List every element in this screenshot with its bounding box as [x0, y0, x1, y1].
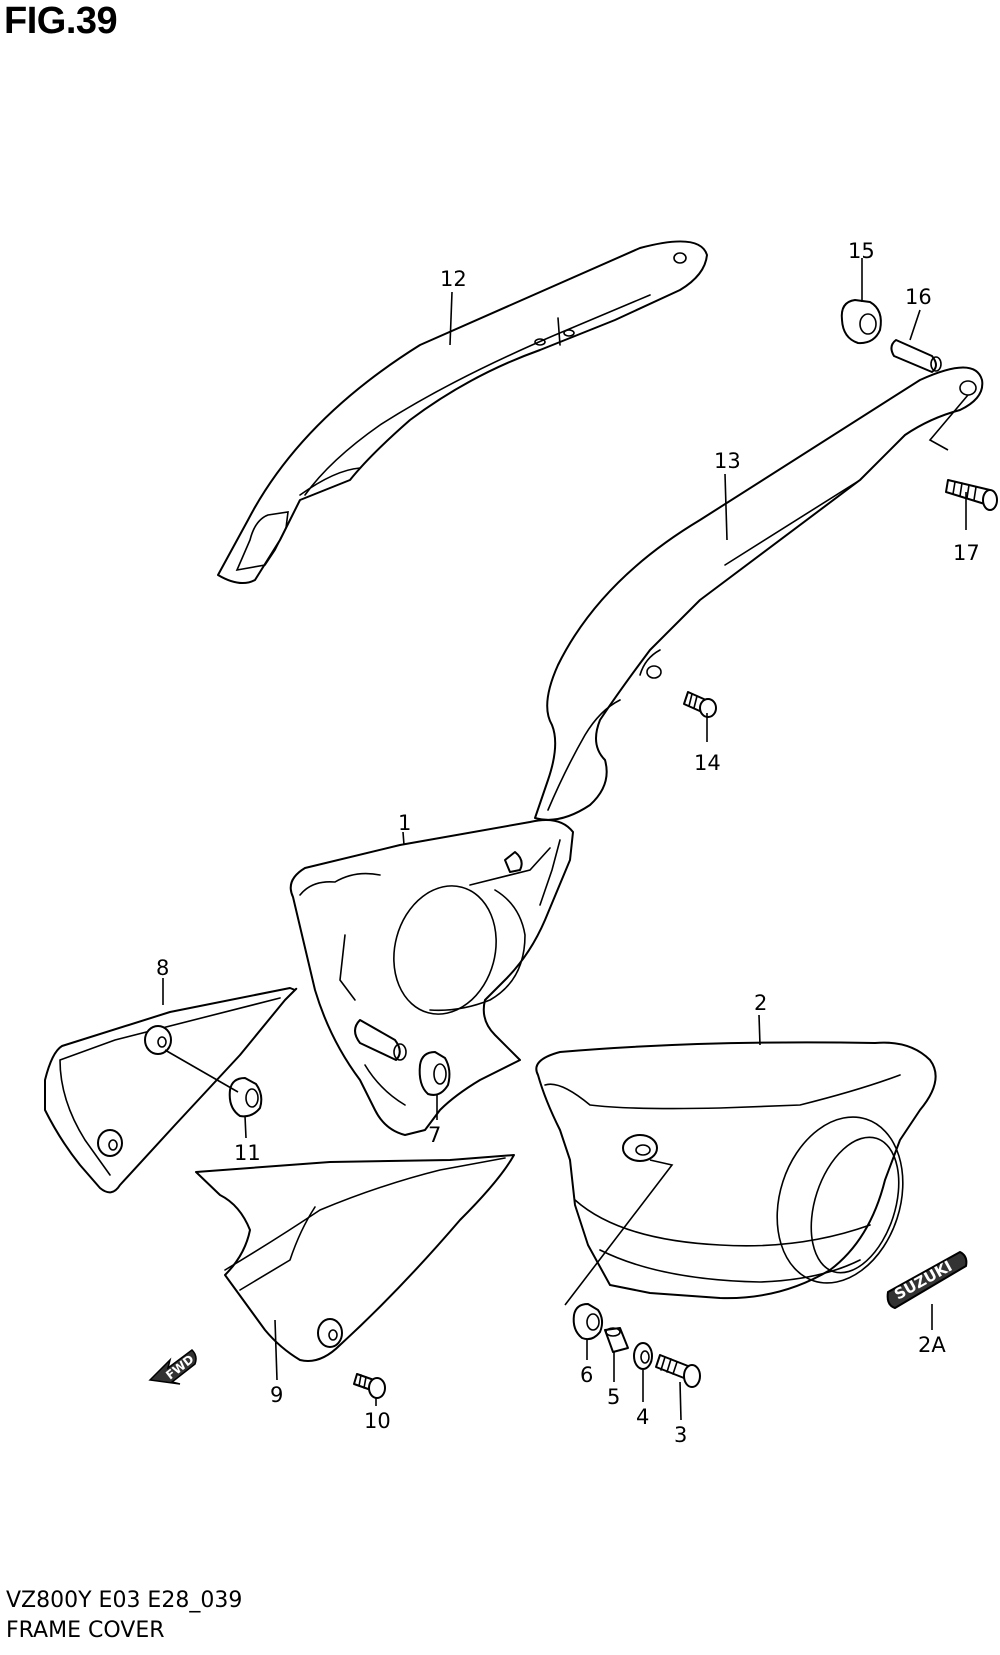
suzuki-emblem[interactable]: SUZUKI	[886, 1251, 968, 1309]
screw[interactable]	[353, 1373, 386, 1399]
callout-7: 7	[428, 1123, 441, 1147]
callout-2: 2	[754, 991, 767, 1015]
grommet[interactable]	[572, 1303, 604, 1341]
frame-side-cover-upper[interactable]	[217, 240, 708, 585]
callout-12: 12	[440, 267, 467, 291]
callout-15: 15	[848, 239, 875, 263]
figure-code: VZ800Y E03 E28_039	[6, 1588, 243, 1613]
callout-14: 14	[694, 751, 721, 775]
callout-17: 17	[953, 541, 980, 565]
frame-cover-lower[interactable]	[195, 1154, 515, 1362]
screw[interactable]	[945, 479, 998, 511]
emblem-text: SUZUKI	[891, 1257, 955, 1303]
callout-2A: 2A	[918, 1333, 946, 1357]
callout-5: 5	[607, 1385, 620, 1409]
screw[interactable]	[655, 1354, 701, 1388]
frame-cover-right[interactable]	[535, 1041, 937, 1300]
callout-3: 3	[674, 1423, 687, 1447]
grommet[interactable]	[418, 1051, 451, 1096]
callout-11: 11	[234, 1141, 261, 1165]
callout-13: 13	[714, 449, 741, 473]
callout-16: 16	[905, 285, 932, 309]
cushion[interactable]	[840, 299, 882, 345]
frame-side-cover-rear[interactable]	[534, 366, 984, 821]
frame-cover-left[interactable]	[44, 987, 298, 1194]
figure-name: FRAME COVER	[6, 1618, 165, 1643]
grommet[interactable]	[228, 1077, 263, 1118]
spacer[interactable]	[890, 339, 942, 373]
leader-lines	[162, 258, 969, 1421]
callout-6: 6	[580, 1363, 593, 1387]
callout-1: 1	[398, 811, 411, 835]
spacer[interactable]	[604, 1327, 629, 1353]
screw[interactable]	[683, 691, 717, 718]
washer[interactable]	[633, 1342, 653, 1370]
callout-9: 9	[270, 1383, 283, 1407]
figure-title: FIG.39	[4, 0, 118, 42]
frame-cover-bracket[interactable]	[289, 819, 574, 1136]
forward-direction-arrow-icon: FWD	[148, 1349, 197, 1385]
callout-8: 8	[156, 956, 169, 980]
callout-4: 4	[636, 1405, 649, 1429]
callout-10: 10	[364, 1409, 391, 1433]
